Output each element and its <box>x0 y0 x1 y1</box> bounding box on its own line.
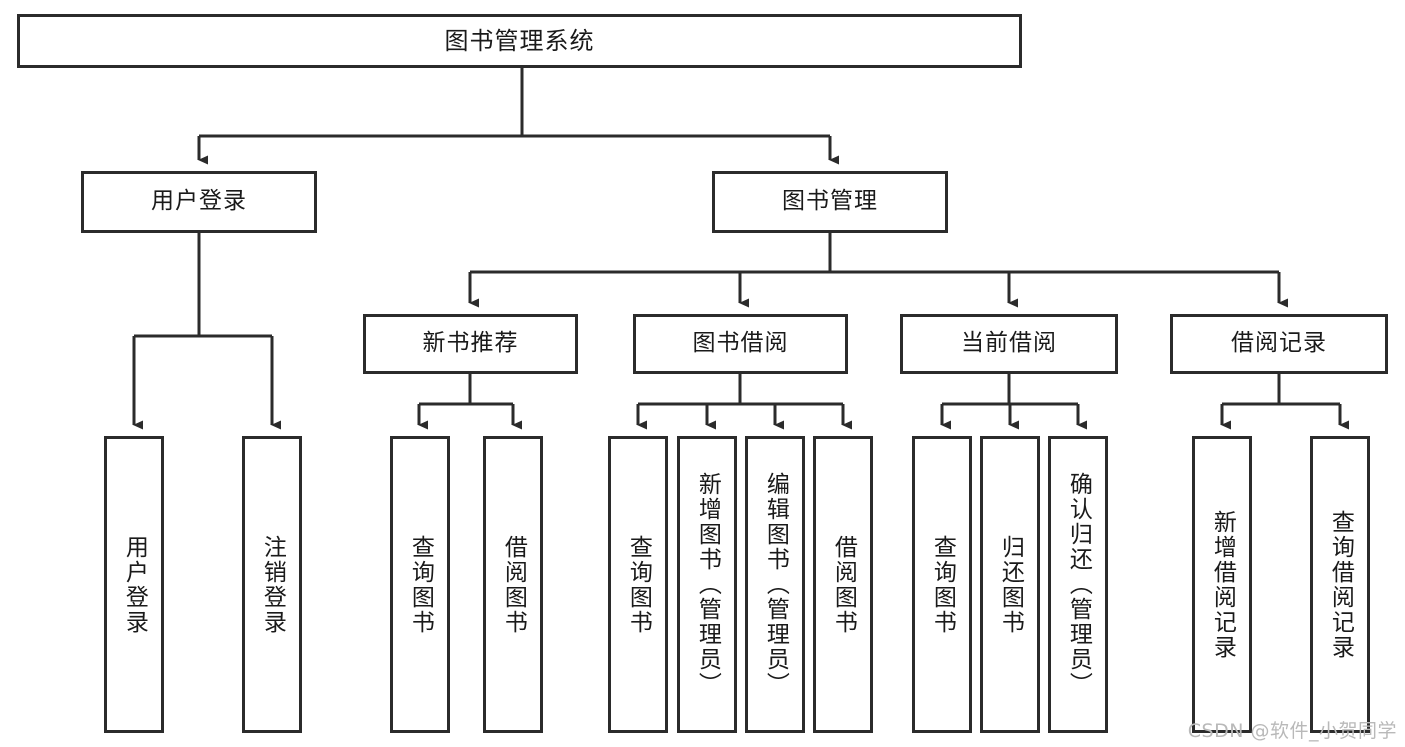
watermark: CSDN @软件_小贺同学 <box>1187 720 1397 742</box>
leaf-logout[interactable]: 注销登录 <box>242 436 302 733</box>
node-new-book-recommend[interactable]: 新书推荐 <box>363 314 578 374</box>
node-label: 编辑图书（管理员） <box>762 472 789 697</box>
leaf-borrow-edit-book-admin[interactable]: 编辑图书（管理员） <box>745 436 805 733</box>
node-label: 图书管理 <box>782 188 878 215</box>
node-label: 新书推荐 <box>422 330 519 357</box>
leaf-user-login[interactable]: 用户登录 <box>104 436 164 733</box>
node-label: 借阅记录 <box>1231 330 1327 357</box>
node-book-management[interactable]: 图书管理 <box>712 171 948 233</box>
leaf-current-return-book[interactable]: 归还图书 <box>980 436 1040 733</box>
node-label: 查询借阅记录 <box>1327 509 1354 660</box>
node-label: 用户登录 <box>151 188 247 215</box>
node-label: 图书管理系统 <box>444 26 595 55</box>
leaf-recommend-query-book[interactable]: 查询图书 <box>390 436 450 733</box>
node-label: 新增借阅记录 <box>1209 509 1236 660</box>
node-label: 图书借阅 <box>692 330 789 357</box>
leaf-recommend-borrow-book[interactable]: 借阅图书 <box>483 436 543 733</box>
leaf-borrow-query-book[interactable]: 查询图书 <box>608 436 668 733</box>
leaf-current-query-book[interactable]: 查询图书 <box>912 436 972 733</box>
leaf-current-confirm-return-admin[interactable]: 确认归还（管理员） <box>1048 436 1108 733</box>
node-label: 查询图书 <box>929 534 956 635</box>
node-label: 注销登录 <box>259 534 286 635</box>
node-label: 当前借阅 <box>961 330 1057 357</box>
node-label: 用户登录 <box>121 534 148 635</box>
node-current-borrow[interactable]: 当前借阅 <box>900 314 1118 374</box>
node-user-login[interactable]: 用户登录 <box>81 171 317 233</box>
leaf-record-query-record[interactable]: 查询借阅记录 <box>1310 436 1370 733</box>
leaf-borrow-borrow-book[interactable]: 借阅图书 <box>813 436 873 733</box>
node-label: 借阅图书 <box>830 534 857 635</box>
leaf-borrow-add-book-admin[interactable]: 新增图书（管理员） <box>677 436 737 733</box>
node-label: 查询图书 <box>407 534 434 635</box>
node-label: 确认归还（管理员） <box>1065 472 1092 697</box>
node-label: 借阅图书 <box>500 534 527 635</box>
node-label: 新增图书（管理员） <box>694 472 721 697</box>
leaf-record-add-record[interactable]: 新增借阅记录 <box>1192 436 1252 733</box>
node-label: 查询图书 <box>625 534 652 635</box>
node-root-system[interactable]: 图书管理系统 <box>17 14 1022 68</box>
node-book-borrow[interactable]: 图书借阅 <box>633 314 848 374</box>
node-borrow-record[interactable]: 借阅记录 <box>1170 314 1388 374</box>
node-label: 归还图书 <box>997 534 1024 635</box>
